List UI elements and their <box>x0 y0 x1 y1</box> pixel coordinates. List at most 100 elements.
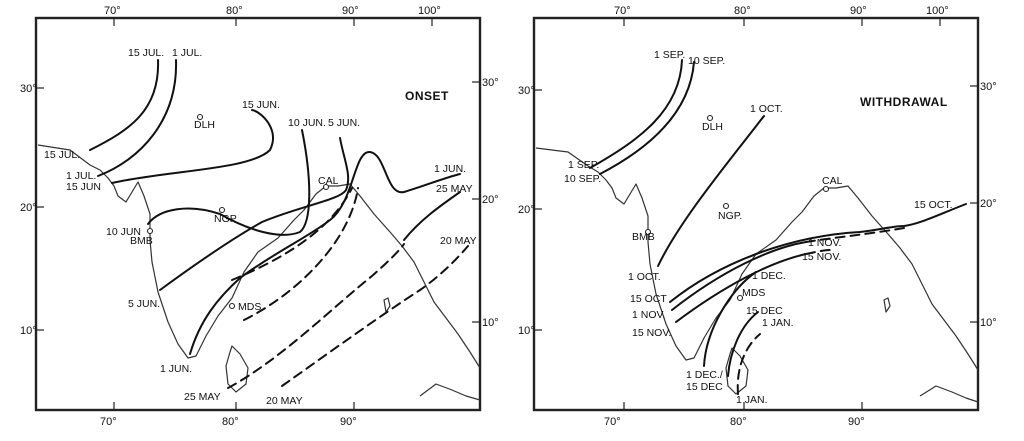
isoline-1-jan <box>736 333 761 395</box>
withdrawal-dot-dlh <box>706 114 714 122</box>
withdrawal-dot-ngp <box>722 202 730 210</box>
withdrawal-axis-left-3: 10° <box>518 325 535 337</box>
onset-city-bmb: BMB <box>130 235 153 247</box>
isoline-1-sep <box>589 59 683 169</box>
withdrawal-label-1-sep-west: 1 SEP. <box>568 159 599 171</box>
withdrawal-label-1-dec-south: 1 DEC./ <box>686 369 723 381</box>
onset-label-5-jun-west: 5 JUN. <box>128 298 160 310</box>
onset-axis-right-1: 30° <box>482 77 499 89</box>
withdrawal-dot-bmb <box>644 228 652 236</box>
isoline-15-jun <box>111 109 274 184</box>
onset-label-15-jul-west: 15 JUL. <box>44 149 80 161</box>
withdrawal-coast-se <box>919 385 979 403</box>
isoline-25-may-solid <box>403 191 461 241</box>
onset-dot-cal <box>322 183 330 191</box>
isoline-1-dec <box>703 271 757 367</box>
isoline-dashed-2 <box>243 187 359 321</box>
withdrawal-label-1-oct: 1 OCT. <box>750 103 783 115</box>
onset-axis-left-3: 10° <box>20 325 37 337</box>
withdrawal-axis-top-3: 90° <box>850 5 867 17</box>
onset-city-cal: CAL <box>318 175 339 187</box>
withdrawal-label-1-nov-west: 1 NOV. <box>632 309 665 321</box>
onset-axis-bottom-2: 80° <box>222 416 239 428</box>
withdrawal-label-15-oct-west: 15 OCT <box>630 293 667 305</box>
onset-label-15-jul: 15 JUL. <box>128 47 164 59</box>
isoline-15-dec <box>727 311 759 377</box>
withdrawal-axis-bottom-1: 70° <box>604 416 621 428</box>
onset-label-1-jul-west: 1 JUL. <box>66 170 96 182</box>
onset-axis-top-3: 90° <box>342 5 359 17</box>
onset-coastline <box>37 144 481 369</box>
isoline-10-jun <box>147 129 311 236</box>
onset-city-ngp: NGP <box>214 213 237 225</box>
onset-axis-left-1: 30° <box>20 83 37 95</box>
withdrawal-label-1-sep: 1 SEP. <box>654 49 685 61</box>
onset-ticks <box>36 18 480 410</box>
onset-axis-top-4: 100° <box>418 5 441 17</box>
onset-city-mds: MDS <box>238 301 261 313</box>
withdrawal-axis-bottom-3: 90° <box>848 416 865 428</box>
withdrawal-axis-right-2: 20° <box>980 198 997 210</box>
onset-label-1-jul: 1 JUL. <box>172 47 202 59</box>
withdrawal-island <box>883 297 891 313</box>
onset-axis-bottom-1: 70° <box>100 416 117 428</box>
onset-city-dlh: DLH <box>194 119 215 131</box>
onset-dot-ngp <box>218 206 226 214</box>
withdrawal-axis-top-2: 80° <box>734 5 751 17</box>
onset-sri-lanka <box>225 345 249 393</box>
onset-label-10-jun-west: 10 JUN <box>106 226 141 238</box>
isoline-15-jul <box>89 59 160 151</box>
onset-axis-right-2: 20° <box>482 194 499 206</box>
withdrawal-axis-top-1: 70° <box>614 5 631 17</box>
withdrawal-ticks <box>534 18 978 410</box>
onset-axis-top-2: 80° <box>226 5 243 17</box>
isoline-10-sep <box>599 61 695 175</box>
isoline-dashed-east-2 <box>805 249 831 255</box>
onset-dot-dlh <box>196 113 204 121</box>
withdrawal-label-15-dec-south: 15 DEC <box>686 381 723 393</box>
onset-axis-bottom-3: 90° <box>340 416 357 428</box>
onset-axis-left-2: 20° <box>20 202 37 214</box>
onset-label-10-jun: 10 JUN. <box>288 117 326 129</box>
withdrawal-city-cal: CAL <box>822 175 843 187</box>
onset-label-5-jun: 5 JUN. <box>328 117 360 129</box>
isoline-1-oct <box>657 115 765 267</box>
isoline-25-may <box>227 243 405 389</box>
withdrawal-label-15-oct-east: 15 OCT. <box>914 199 953 211</box>
withdrawal-axis-right-3: 10° <box>980 317 997 329</box>
withdrawal-axis-left-2: 20° <box>518 204 535 216</box>
onset-map: 70° 80° 90° 100° 70° 80° 90° 30° 20° 10°… <box>20 5 499 428</box>
withdrawal-map-frame <box>532 16 980 412</box>
onset-coast-se <box>419 383 481 401</box>
onset-label-25-may-south: 25 MAY <box>184 391 221 403</box>
onset-label-15-jun-west: 15 JUN <box>66 181 101 193</box>
withdrawal-title: WITHDRAWAL <box>860 95 948 109</box>
withdrawal-label-1-jan-south: 1 JAN. <box>736 394 768 406</box>
withdrawal-label-1-jan-east: 1 JAN. <box>762 317 794 329</box>
withdrawal-dot-cal <box>822 185 830 193</box>
onset-dot-mds <box>228 302 236 310</box>
onset-island <box>383 297 391 313</box>
isoline-1-nov <box>671 241 807 311</box>
withdrawal-label-15-nov-east: 15 NOV. <box>802 251 841 263</box>
withdrawal-axis-right-1: 30° <box>980 81 997 93</box>
withdrawal-label-1-dec-east: 1 DEC. <box>752 270 786 282</box>
withdrawal-label-15-nov-west: 15 NOV. <box>632 327 671 339</box>
onset-map-frame <box>34 16 482 412</box>
withdrawal-label-1-nov-east: 1 NOV. <box>808 237 841 249</box>
onset-dot-bmb <box>146 227 154 235</box>
withdrawal-city-mds: MDS <box>742 287 765 299</box>
isoline-dashed-1 <box>231 187 353 281</box>
onset-axis-right-3: 10° <box>482 317 499 329</box>
isoline-dashed-east <box>805 227 905 243</box>
onset-label-20-may: 20 MAY <box>440 235 477 247</box>
withdrawal-label-1-oct-west: 1 OCT. <box>628 271 661 283</box>
withdrawal-axis-left-1: 30° <box>518 85 535 97</box>
withdrawal-label-15-dec-east: 15 DEC <box>746 305 783 317</box>
isoline-5-jun <box>159 137 350 291</box>
onset-axis-top-1: 70° <box>104 5 121 17</box>
onset-label-1-jun: 1 JUN. <box>434 163 466 175</box>
withdrawal-axis-top-4: 100° <box>926 5 949 17</box>
withdrawal-city-bmb: BMB <box>632 231 655 243</box>
